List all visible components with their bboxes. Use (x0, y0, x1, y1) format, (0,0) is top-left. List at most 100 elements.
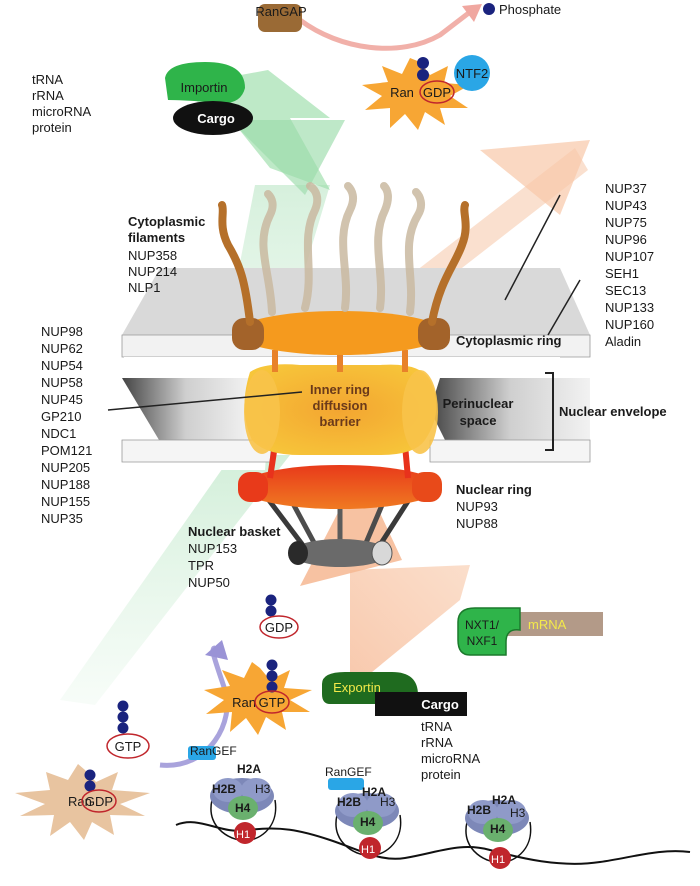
h1-label-2: H1 (361, 844, 375, 856)
gdp-bottom-label: GDP (265, 620, 293, 635)
h4-label-1: H4 (235, 801, 251, 815)
gdp-top-label: GDP (423, 85, 451, 100)
svg-text:NUP75: NUP75 (605, 215, 647, 230)
nucleosome-3 (465, 800, 532, 869)
nxt1-nxf1-complex (457, 607, 603, 656)
cytoplasm-cargo-list: tRNA rRNA microRNA protein (32, 72, 92, 135)
rangap-label: RanGAP (255, 4, 306, 19)
import-cargo-label: Cargo (197, 111, 235, 126)
ran-gtp-burst (204, 662, 312, 735)
svg-text:protein: protein (32, 120, 72, 135)
rangef-label-1: RanGEF (190, 744, 237, 758)
svg-text:NUP107: NUP107 (605, 249, 654, 264)
h1-label-3: H1 (491, 854, 505, 866)
ntf2-protein (454, 55, 490, 91)
h4-label-2: H4 (360, 815, 376, 829)
cytoplasmic-filaments-label: Cytoplasmic filaments NUP358 NUP214 NLP1 (128, 214, 205, 295)
ran-top-label: Ran (390, 85, 414, 100)
svg-text:NDC1: NDC1 (41, 426, 76, 441)
svg-text:NUP88: NUP88 (456, 516, 498, 531)
rangef-label-2: RanGEF (325, 765, 372, 779)
phosphate-bead-icon (265, 594, 277, 606)
svg-text:SEC13: SEC13 (605, 283, 646, 298)
phosphate-bead-icon (117, 722, 129, 734)
svg-text:rRNA: rRNA (421, 735, 453, 750)
svg-text:NUP133: NUP133 (605, 300, 654, 315)
gdp-bottom-oval (259, 615, 299, 639)
svg-text:Nuclear basket: Nuclear basket (188, 524, 281, 539)
rangap-pathway-arrow (298, 4, 482, 51)
gdp-bottom-left-oval (81, 789, 117, 813)
export-cargo-label: Cargo (421, 697, 459, 712)
perinuclear-right-shape (430, 378, 590, 450)
phosphate-bead-icon (417, 57, 429, 69)
svg-text:NUP54: NUP54 (41, 358, 83, 373)
phosphate-bead-icon (84, 769, 96, 781)
nuclear-basket (263, 493, 415, 567)
svg-text:NUP50: NUP50 (188, 575, 230, 590)
svg-text:NUP98: NUP98 (41, 324, 83, 339)
mrna-label: mRNA (528, 617, 567, 632)
inner-ring-leader (107, 391, 303, 411)
phosphate-bead-icon (117, 700, 129, 712)
svg-text:NUP96: NUP96 (605, 232, 647, 247)
phosphate-bead-icon (265, 605, 277, 617)
svg-text:tRNA: tRNA (421, 719, 452, 734)
svg-text:space: space (460, 413, 497, 428)
svg-text:NUP35: NUP35 (41, 511, 83, 526)
inner-ring (244, 364, 438, 455)
h3-label-3: H3 (510, 806, 526, 820)
nucleosome-1 (188, 746, 277, 844)
ran-gtp-label: Ran (232, 695, 256, 710)
svg-text:NUP205: NUP205 (41, 460, 90, 475)
inner-ring-label: Inner ring diffusion barrier (310, 382, 370, 429)
nucleosome-2 (328, 778, 402, 859)
phosphate-bead-icon (266, 659, 278, 671)
h2b-label-2: H2B (337, 795, 361, 809)
svg-text:NUP37: NUP37 (605, 181, 647, 196)
svg-text:tRNA: tRNA (32, 72, 63, 87)
gtp-free-label: GTP (115, 739, 142, 754)
cytoplasmic-ring-label: Cytoplasmic ring (456, 333, 562, 348)
rangap-protein (258, 4, 302, 32)
inner-ring-nup-list: NUP98 NUP62 NUP54 NUP58 NUP45 GP210 NDC1… (41, 324, 92, 526)
h3-label-2: H3 (380, 795, 396, 809)
svg-text:barrier: barrier (319, 414, 360, 429)
phosphate-bead-icon (266, 681, 278, 693)
exportin-complex (322, 672, 467, 716)
importin-label: Importin (181, 80, 228, 95)
svg-text:NUP155: NUP155 (41, 494, 90, 509)
svg-text:NUP160: NUP160 (605, 317, 654, 332)
svg-text:NUP153: NUP153 (188, 541, 237, 556)
svg-text:SEH1: SEH1 (605, 266, 639, 281)
svg-text:filaments: filaments (128, 230, 185, 245)
phosphate-bead-icon (417, 69, 429, 81)
h1-label-1: H1 (236, 829, 250, 841)
perinuclear-left-shape (122, 378, 250, 450)
ran-gdp-top-burst (362, 58, 470, 130)
svg-text:protein: protein (421, 767, 461, 782)
phosphate-bead-icon (266, 670, 278, 682)
svg-text:NUP45: NUP45 (41, 392, 83, 407)
svg-text:Aladin: Aladin (605, 334, 641, 349)
svg-text:NXT1/: NXT1/ (465, 618, 500, 632)
nxt1-nxf1-label: NXT1/ NXF1 (465, 618, 500, 648)
cytoplasmic-ring (232, 311, 450, 372)
h2a-label-3: H2A (492, 793, 516, 807)
nuclear-envelope-bracket (545, 372, 554, 451)
h2a-label-1: H2A (237, 762, 261, 776)
h2a-label-2: H2A (362, 785, 386, 799)
ran-gdp-bottom-label: Ran (68, 794, 92, 809)
svg-text:Inner ring: Inner ring (310, 382, 370, 397)
nuclear-envelope-label: Nuclear envelope (559, 404, 667, 419)
h3-label-1: H3 (255, 782, 271, 796)
exportin-label: Exportin (333, 680, 381, 695)
svg-text:NUP43: NUP43 (605, 198, 647, 213)
svg-text:NLP1: NLP1 (128, 280, 161, 295)
cytoplasmic-ring-leader-2 (547, 279, 581, 336)
svg-text:GP210: GP210 (41, 409, 81, 424)
nuclear-basket-label: Nuclear basket NUP153 TPR NUP50 (188, 524, 281, 590)
cytoplasmic-ring-leader (504, 194, 561, 301)
ntf2-label: NTF2 (456, 66, 489, 81)
svg-text:NXF1: NXF1 (467, 634, 498, 648)
